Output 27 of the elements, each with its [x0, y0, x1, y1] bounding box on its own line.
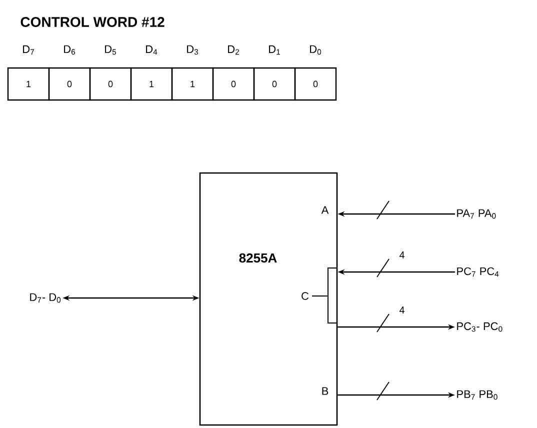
edge-label: 4 [399, 306, 404, 314]
bit-label: D$_{1}$ [269, 45, 280, 55]
bit-cell: 0 [89, 67, 132, 101]
title: CONTROL WORD #12 [20, 17, 164, 27]
bit-label: D$_{5}$ [105, 45, 116, 55]
edge-label: 4 [399, 252, 404, 258]
bit-cell: 1 [171, 67, 214, 101]
bit-cell: 0 [48, 67, 91, 101]
bit-label: D$_{7}$ [23, 45, 34, 55]
bit-label: D$_{3}$ [187, 45, 198, 55]
bit-label: D$_{4}$ [146, 45, 158, 55]
signal-label: PC$_{3}$- PC$_{0}$ [457, 322, 502, 332]
bit-label: D$_{0}$ [310, 45, 322, 55]
signal-label: PA$_{7}$ PA$_{0}$ [457, 209, 496, 219]
signal-label: PB$_{7}$ PB$_{0}$ [457, 390, 498, 400]
bit-cell: 0 [212, 67, 255, 101]
bit-cell: 0 [294, 67, 337, 101]
port-label: B [322, 387, 328, 395]
bit-label: D$_{2}$ [228, 45, 239, 55]
bit-cell: 1 [7, 67, 50, 101]
signal-label: D$_{7}$- D$_{0}$ [30, 293, 61, 303]
signal-label: PC$_{7}$ PC$_{4}$ [457, 267, 499, 277]
bit-label: D$_{6}$ [64, 45, 76, 55]
bit-cell: 1 [130, 67, 173, 101]
port-label: C [302, 292, 309, 300]
port-label: A [321, 206, 329, 214]
bit-cell: 0 [253, 67, 296, 101]
